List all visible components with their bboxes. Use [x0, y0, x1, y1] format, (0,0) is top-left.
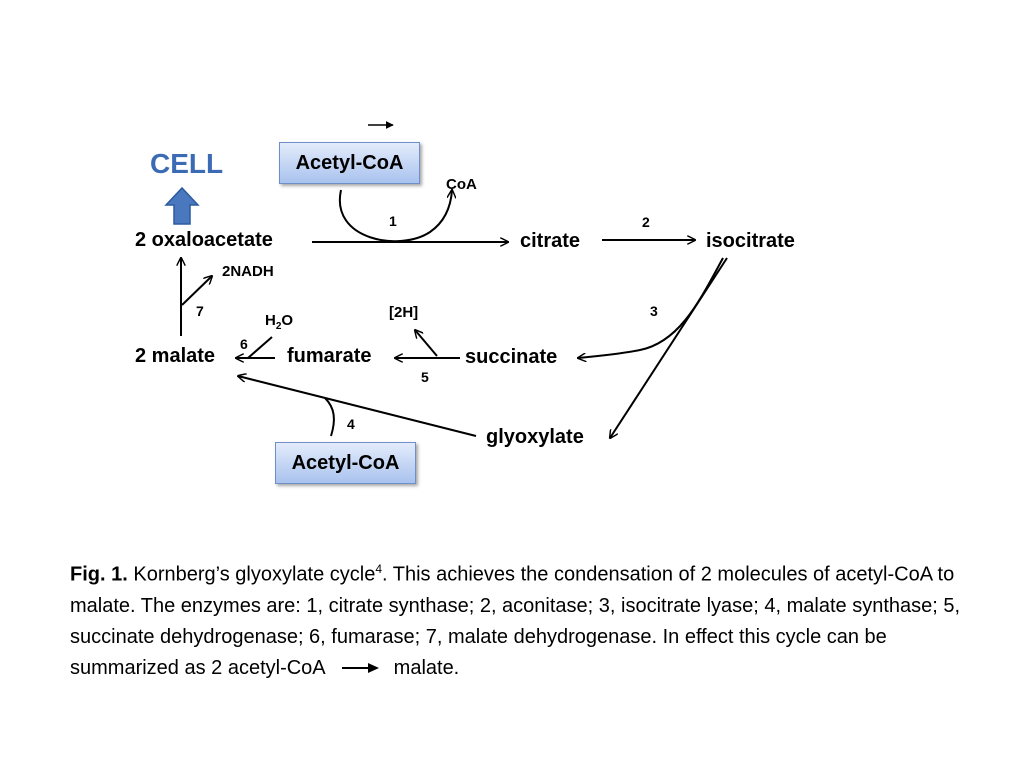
step-number-6: 6 — [240, 336, 248, 352]
coa-label: CoA — [446, 176, 477, 193]
arrow-isocitrate-glyoxylate — [610, 257, 728, 438]
acetyl-coa-box-top: Acetyl-CoA — [279, 142, 420, 184]
oxaloacetate-label: 2 oxaloacetate — [135, 229, 273, 251]
nadh-label: 2NADH — [222, 263, 274, 280]
hydrogen-label: [2H] — [389, 304, 419, 321]
step-number-4: 4 — [347, 416, 355, 432]
isocitrate-label: isocitrate — [706, 230, 795, 252]
step-number-3: 3 — [650, 303, 658, 319]
cell-label: CELL — [150, 148, 224, 179]
arrow-step-4 — [238, 376, 477, 437]
branch-nadh — [181, 276, 212, 306]
citrate-label: citrate — [520, 230, 581, 252]
step-number-7: 7 — [196, 303, 204, 319]
fumarate-label: fumarate — [287, 345, 372, 367]
branch-2h — [415, 330, 438, 357]
step-number-2: 2 — [642, 214, 650, 230]
summary-arrow-icon — [341, 663, 379, 674]
caption-text-body: . This achieves the condensation of 2 mo… — [70, 563, 961, 679]
glyoxylate-label: glyoxylate — [486, 426, 584, 448]
caption-superscript: 4 — [375, 562, 383, 576]
step-number-1: 1 — [389, 213, 397, 229]
step-number-5: 5 — [421, 369, 429, 385]
figure-caption: Fig. 1. Kornberg’s glyoxylate cycle4. Th… — [70, 554, 1000, 684]
acetyl-coa-box-bottom: Acetyl-CoA — [275, 442, 416, 484]
malate-label: 2 malate — [135, 345, 216, 367]
branch-h2o — [247, 336, 273, 359]
acetyl-coa-coa-curve — [338, 190, 452, 243]
caption-summary-product: malate. — [393, 656, 460, 679]
h2o-label: H2O — [265, 312, 294, 332]
caption-text-start: Kornberg’s glyoxylate cycle — [127, 563, 376, 586]
figure-label: Fig. 1. — [70, 563, 128, 586]
cell-export-arrow — [164, 186, 200, 225]
acetyl-coa-step-4-curve — [324, 397, 335, 437]
succinate-label: succinate — [465, 346, 558, 368]
